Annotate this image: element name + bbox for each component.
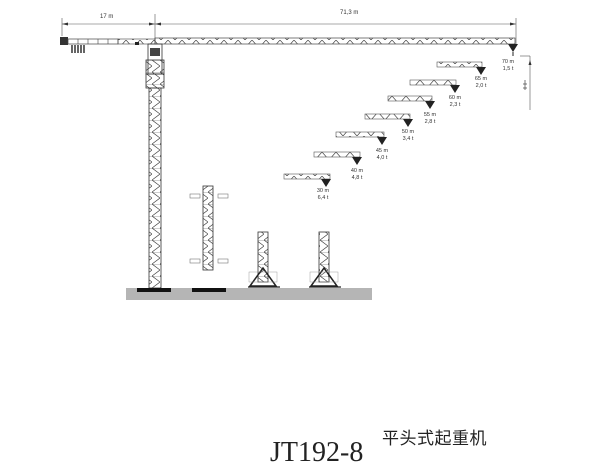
jib-trolley-hook bbox=[508, 44, 518, 56]
jib-config-60 bbox=[409, 79, 460, 93]
jib-config-30 bbox=[283, 173, 331, 187]
tower-mast bbox=[145, 43, 165, 289]
jib-config-50 bbox=[364, 113, 413, 127]
capacity-label-40: 40 m 4,8 t bbox=[350, 168, 364, 181]
capacity-label-50: 50 m 3,4 t bbox=[401, 129, 415, 142]
model-number: JT192-8 bbox=[270, 437, 364, 468]
cross-base-1 bbox=[248, 231, 280, 288]
jib-config-45 bbox=[335, 131, 387, 145]
capacity-label-55: 55 m 2,8 t bbox=[423, 112, 437, 125]
capacity-label-30: 30 m 6,4 t bbox=[316, 188, 330, 201]
counter-jib bbox=[60, 37, 156, 53]
jib-config-40 bbox=[313, 151, 362, 165]
counter-jib-length: 17 m bbox=[100, 14, 114, 20]
capacity-label-45: 45 m 4,0 t bbox=[375, 148, 389, 161]
height-dimension bbox=[520, 55, 532, 110]
capacity-label-70: 70 m 1,5 t bbox=[501, 59, 515, 72]
crane-drawing bbox=[60, 14, 532, 300]
jib-config-65 bbox=[436, 61, 486, 75]
capacity-label-65: 65 m 2,0 t bbox=[474, 76, 488, 89]
crane-type-title: 平头式起重机 bbox=[382, 429, 487, 449]
main-jib bbox=[154, 37, 518, 56]
jib-length: 71,3 m bbox=[340, 10, 359, 16]
fixed-anchor-base bbox=[137, 288, 171, 292]
jib-config-55 bbox=[387, 95, 435, 109]
counterweights bbox=[71, 45, 85, 53]
climbing-section bbox=[189, 185, 229, 292]
cross-base-2 bbox=[309, 231, 341, 288]
dimension-lines bbox=[61, 14, 517, 44]
ground bbox=[126, 288, 372, 300]
capacity-label-60: 60 m 2,3 t bbox=[448, 95, 462, 108]
